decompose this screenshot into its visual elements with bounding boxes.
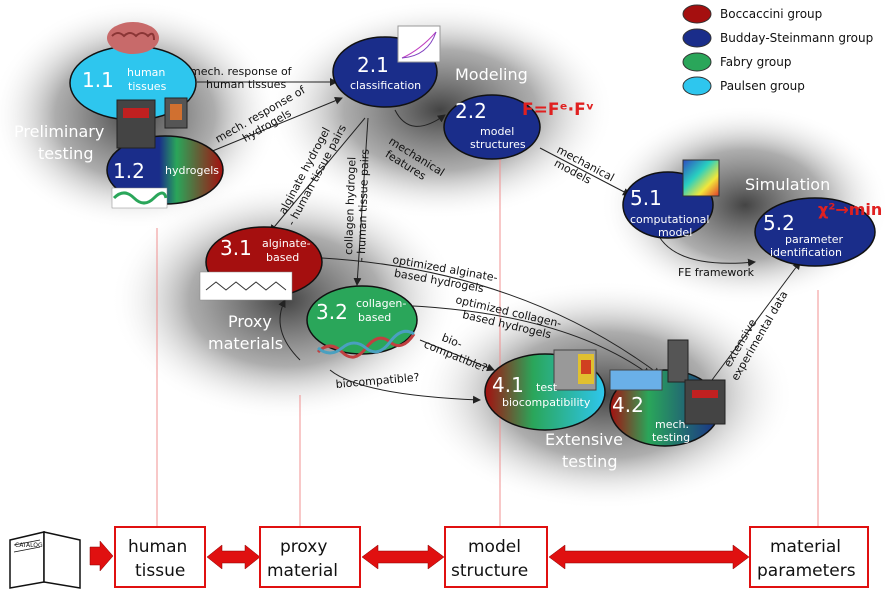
formula-deformation: F=Fᵉ·Fᵛ: [522, 100, 594, 120]
connector-lines: [156, 150, 819, 528]
node-4-2[interactable]: 4.2 mech.testing: [609, 339, 726, 447]
box-material-parameters: [749, 526, 869, 588]
arrow-catalog: [89, 540, 114, 572]
catalog-book-icon: CATALOG: [9, 531, 81, 589]
node-label: collagen-based: [356, 297, 406, 324]
node-2-1[interactable]: 2.1 classification: [332, 25, 441, 108]
formula-chi-squared: χ²→min: [818, 200, 882, 219]
molecule-icon: [111, 187, 168, 209]
node-number: 4.2: [612, 393, 644, 417]
collagen-helix-icon: [316, 329, 416, 359]
node-number: 1.1: [82, 68, 114, 92]
node-3-1[interactable]: 3.1 alginate-based: [199, 226, 323, 301]
edge-label-collagen-pairs: collagen hydrogel- human tissue pairs: [342, 148, 372, 262]
box-human-tissue: [114, 526, 206, 588]
chemical-structure-icon: [199, 271, 293, 301]
region-simulation: Simulation: [745, 175, 830, 194]
double-arrow-2: [361, 544, 445, 570]
node-label: hydrogels: [165, 164, 219, 177]
legend-item-budday-steinmann: Budday-Steinmann group: [682, 28, 873, 48]
catalog-label: CATALOG: [15, 542, 43, 549]
cell-image-icon: [553, 349, 597, 391]
node-number: 1.2: [113, 159, 145, 183]
box-proxy-material: [259, 526, 361, 588]
node-number: 5.2: [763, 211, 795, 235]
node-number: 3.1: [220, 236, 252, 260]
testing-machine-icon: [116, 97, 188, 149]
box-model-structure: [444, 526, 548, 588]
node-number: 4.1: [492, 373, 524, 397]
edge-label-fe-framework: FE framework: [678, 266, 755, 279]
node-number: 3.2: [316, 300, 348, 324]
fe-mesh-icon: [682, 159, 720, 197]
node-1-2[interactable]: 1.2 hydrogels: [106, 97, 224, 209]
double-arrow-3: [548, 544, 750, 570]
legend-label: Fabry group: [720, 55, 791, 69]
legend-item-fabry: Fabry group: [682, 52, 791, 72]
edges: [197, 78, 801, 404]
node-label: classification: [350, 79, 421, 92]
sample-image-icon: [609, 369, 663, 391]
node-number: 2.2: [455, 99, 487, 123]
node-label: mech.testing: [652, 418, 690, 444]
legend-item-boccaccini: Boccaccini group: [682, 4, 822, 24]
curves-chart-icon: [397, 25, 441, 63]
testing-machine-icon: [667, 339, 726, 425]
legend: Boccaccini group Budday-Steinmann group …: [682, 4, 873, 96]
legend-item-paulsen: Paulsen group: [682, 76, 805, 96]
legend-label: Budday-Steinmann group: [720, 31, 873, 45]
node-3-2[interactable]: 3.2 collagen-based: [306, 285, 418, 359]
legend-label: Paulsen group: [720, 79, 805, 93]
node-label: alginate-based: [262, 237, 311, 264]
legend-label: Boccaccini group: [720, 7, 822, 21]
node-number: 2.1: [357, 53, 389, 77]
double-arrow-1: [206, 544, 261, 570]
brain-icon: [107, 22, 159, 54]
region-modeling: Modeling: [455, 65, 528, 84]
node-number: 5.1: [630, 186, 662, 210]
